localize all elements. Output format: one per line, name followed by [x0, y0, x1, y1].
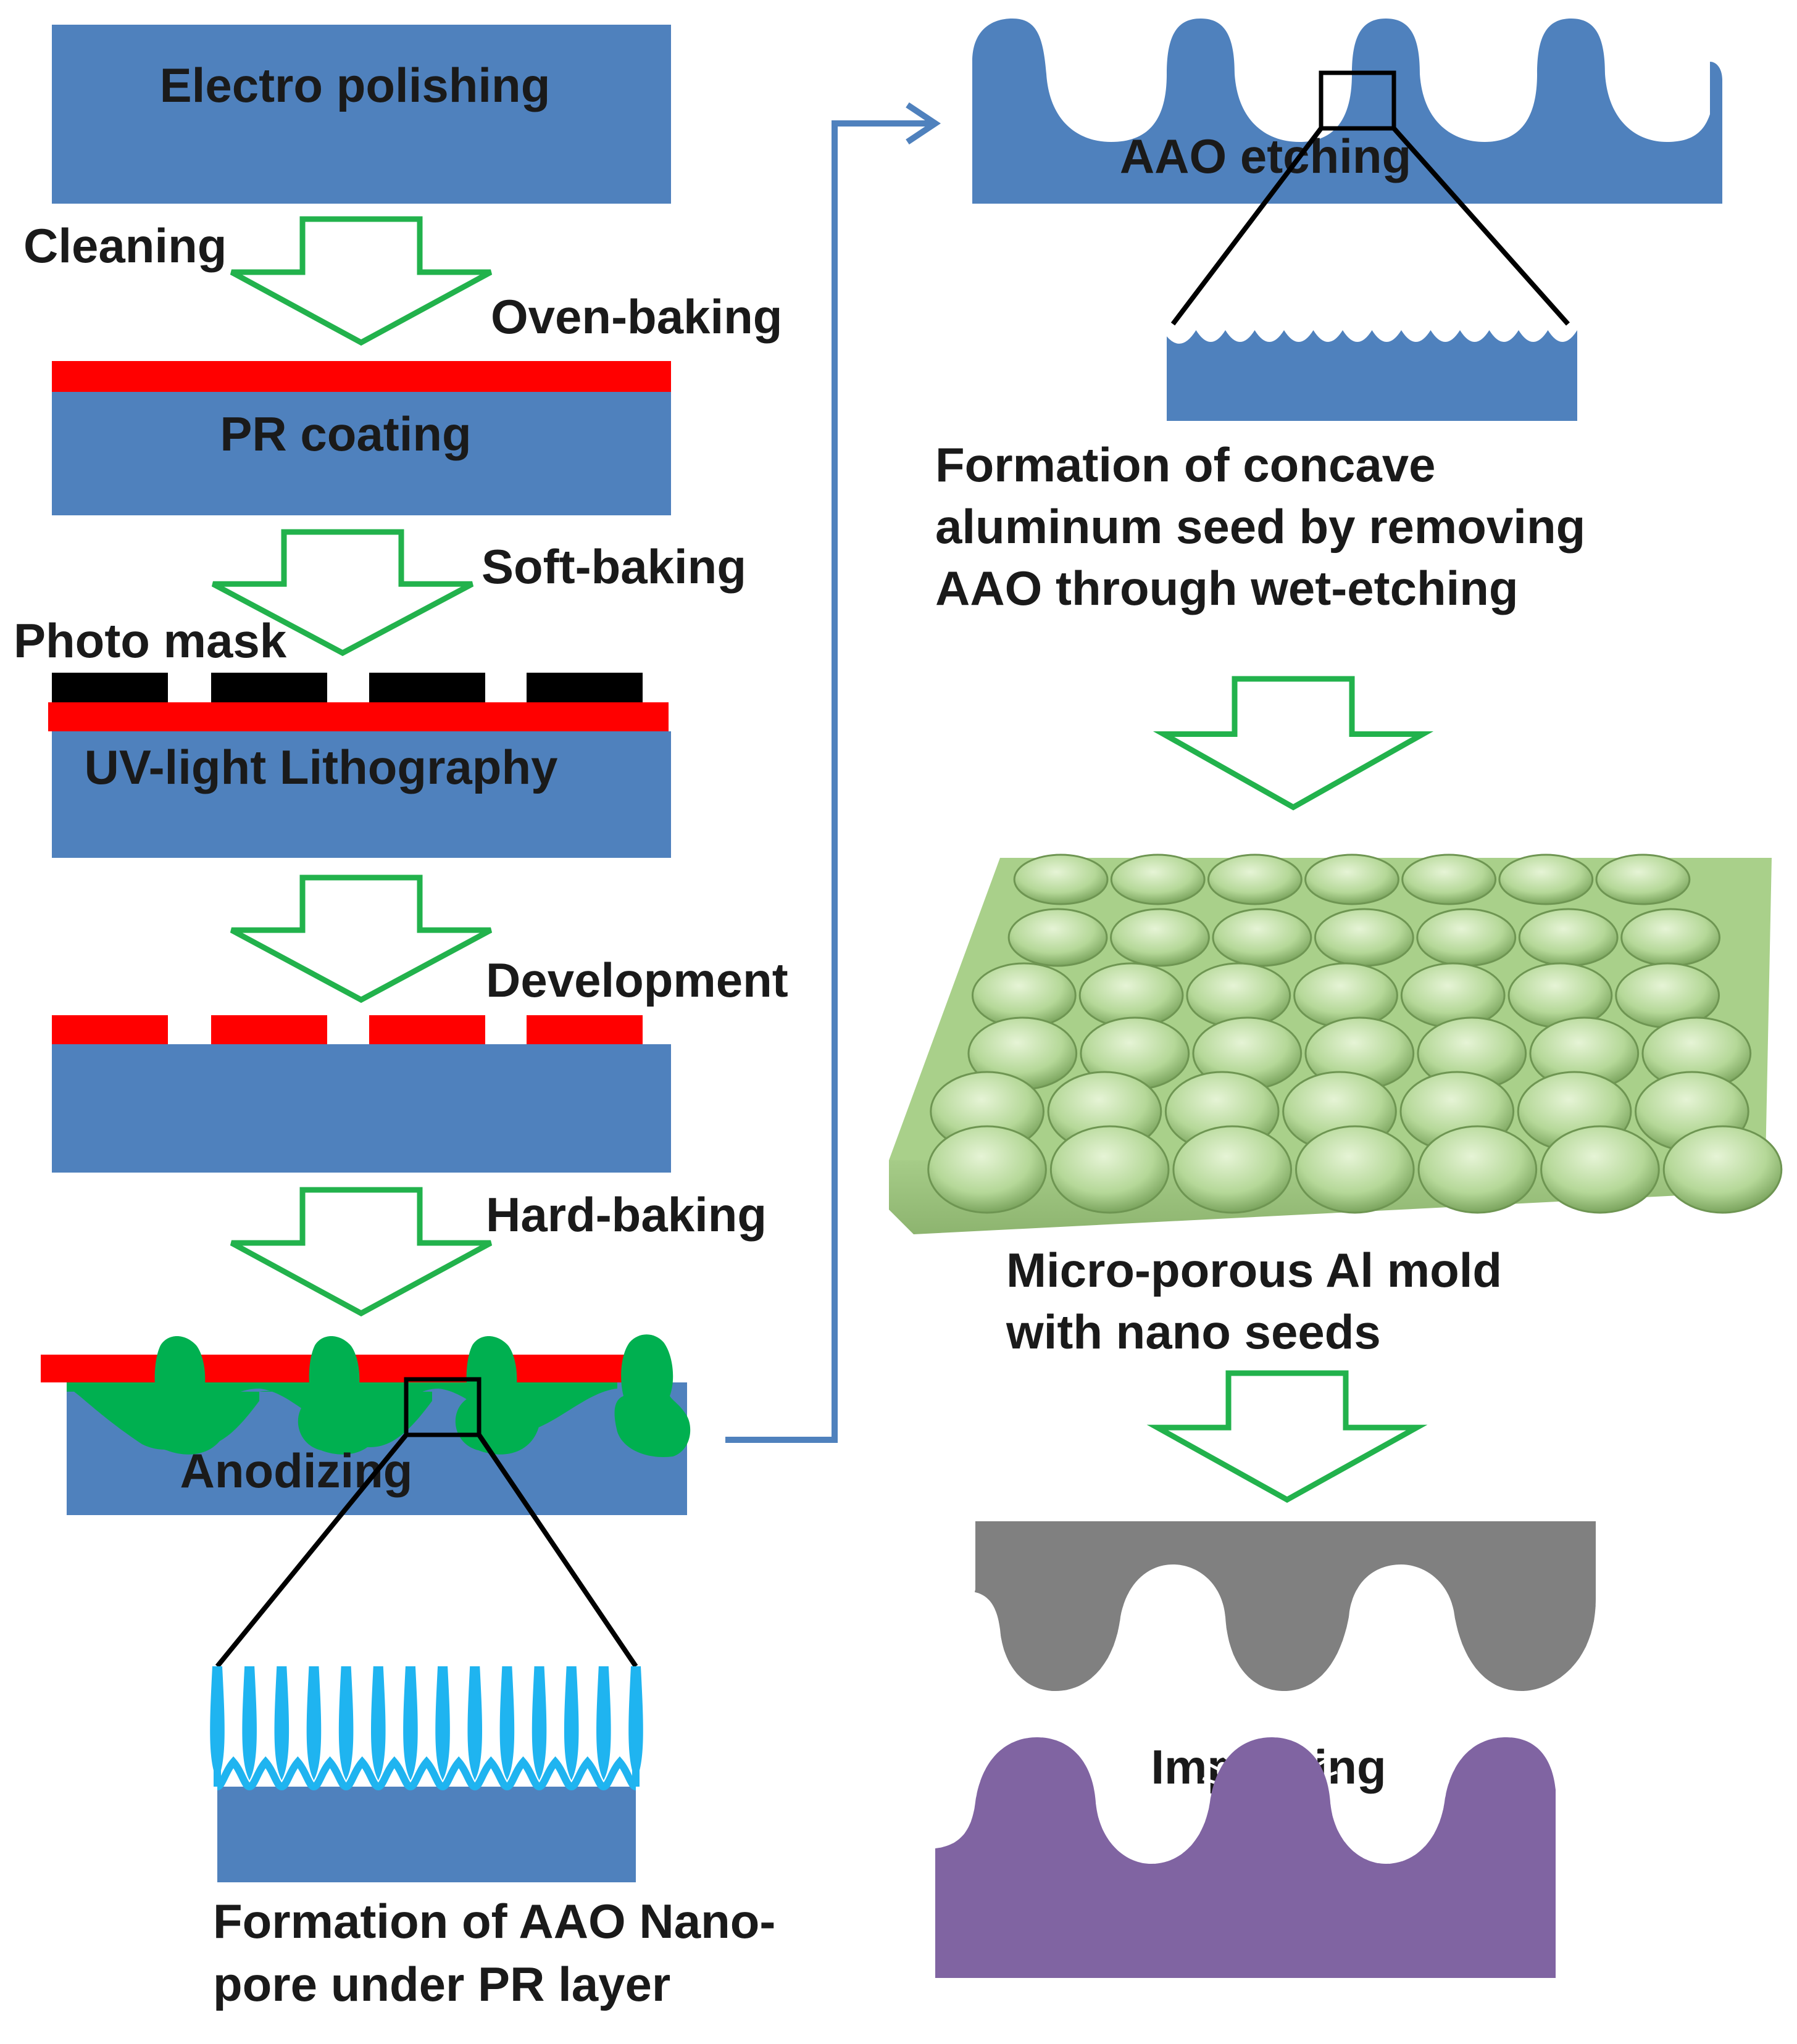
micro-porous-mold [889, 854, 1783, 1234]
development-label: Development [486, 953, 788, 1007]
anodizing-zoom-lines [215, 1433, 638, 1668]
development-block [52, 1015, 671, 1173]
process-arrow-5 [1153, 676, 1434, 811]
concave-caption-line1: Formation of concave [935, 438, 1435, 492]
process-arrow-1 [230, 216, 493, 346]
anodizing-zoom-box [404, 1377, 482, 1437]
electro-polishing-block: Electro polishing [52, 25, 671, 204]
concave-seed-detail [1167, 330, 1577, 421]
process-arrow-4 [230, 1187, 493, 1317]
imprint-mold [974, 1521, 1596, 1692]
pr-coating-label: PR coating [220, 407, 471, 461]
nanopore-caption-line1: Formation of AAO Nano- [213, 1894, 775, 1948]
mold-caption-line2: with nano seeds [1006, 1305, 1381, 1359]
imprinted-film [935, 1725, 1563, 1978]
nanopore-caption-line2: pore under PR layer [213, 1957, 670, 2011]
aao-etching-label: AAO etching [1120, 129, 1411, 183]
photo-mask [52, 673, 643, 702]
connector-arrow [725, 102, 941, 1443]
oven-baking-label: Oven-baking [491, 289, 782, 344]
electro-polishing-label: Electro polishing [160, 58, 551, 112]
etching-zoom-lines [1170, 127, 1570, 326]
hard-baking-label: Hard-baking [486, 1187, 767, 1242]
process-arrow-2 [211, 529, 474, 657]
mold-caption-line1: Micro-porous Al mold [1006, 1243, 1502, 1297]
etching-zoom-box [1319, 70, 1396, 131]
cleaning-label: Cleaning [23, 218, 227, 273]
process-arrow-3 [230, 875, 493, 1003]
process-arrow-6 [1146, 1370, 1428, 1503]
photo-mask-label: Photo mask [14, 613, 287, 668]
aao-etching-block: AAO etching [972, 19, 1722, 204]
concave-caption-line3: AAO through wet-etching [935, 561, 1519, 615]
uv-lithography-block: UV-light Lithography [48, 673, 671, 858]
soft-baking-label: Soft-baking [482, 539, 746, 594]
uv-lithography-label: UV-light Lithography [85, 740, 558, 794]
anodizing-block: Anodizing [41, 1334, 691, 1515]
concave-caption-line2: aluminum seed by removing [935, 499, 1585, 554]
pr-coating-block: PR coating [52, 361, 671, 515]
nanopore-detail [210, 1666, 643, 1882]
